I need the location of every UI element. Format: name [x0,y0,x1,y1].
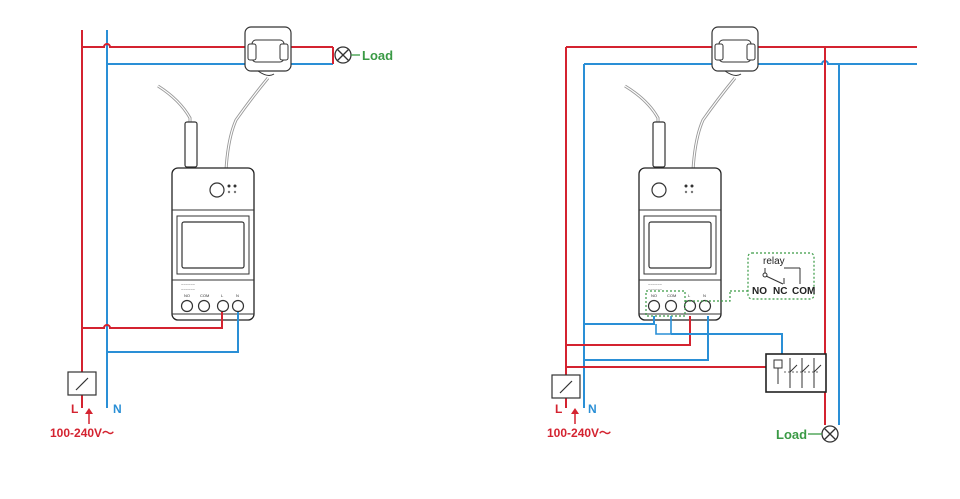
relay-nc-label: NC [773,286,787,297]
left-ct-clamp-icon [244,26,292,76]
svg-text:~~~~~~: ~~~~~~ [648,282,663,287]
right-voltage-arrow-icon [571,408,579,424]
relay-title: relay [763,256,785,267]
left-switch-icon [67,371,97,396]
svg-text:COM: COM [667,293,676,298]
svg-text:~~~~~~: ~~~~~~ [648,287,663,292]
right-n-label: N [588,402,597,416]
left-load-lamp-icon [334,46,352,64]
right-load-label: Load [776,427,807,442]
svg-text:NO: NO [184,293,190,298]
left-diagram: Load ~~~~~~ ~~~~~~ [50,26,393,440]
svg-text:N: N [703,293,706,298]
contactor-icon [765,353,827,393]
right-l-label: L [555,402,562,416]
svg-text:COM: COM [200,293,209,298]
left-voltage-label: 100-240V～ [50,426,114,440]
relay-com-label: COM [792,286,815,297]
svg-text:L: L [221,293,224,298]
left-l-label: L [71,402,78,416]
relay-no-label: NO [752,286,767,297]
svg-text:~~~~~~: ~~~~~~ [181,282,196,287]
relay-callout: relay NO NC COM [685,252,815,302]
left-load-label: Load [362,48,393,63]
right-energy-meter-device: ~~~~~~ ~~~~~~ NO COM L N [638,167,722,321]
right-ct-clamp-icon [711,26,759,76]
right-switch-icon [551,374,581,399]
right-load-lamp-icon [821,425,839,443]
svg-text:L: L [688,293,691,298]
svg-text:N: N [236,293,239,298]
svg-text:NO: NO [651,293,657,298]
left-n-label: N [113,402,122,416]
left-voltage-arrow-icon [85,408,93,424]
left-energy-meter-device: ~~~~~~ ~~~~~~ NO COM L N [171,167,255,321]
right-voltage-label: 100-240V～ [547,426,611,440]
svg-text:~~~~~~: ~~~~~~ [181,287,196,292]
right-diagram: Load ~~~~~~ ~~~~~~ [547,26,917,443]
